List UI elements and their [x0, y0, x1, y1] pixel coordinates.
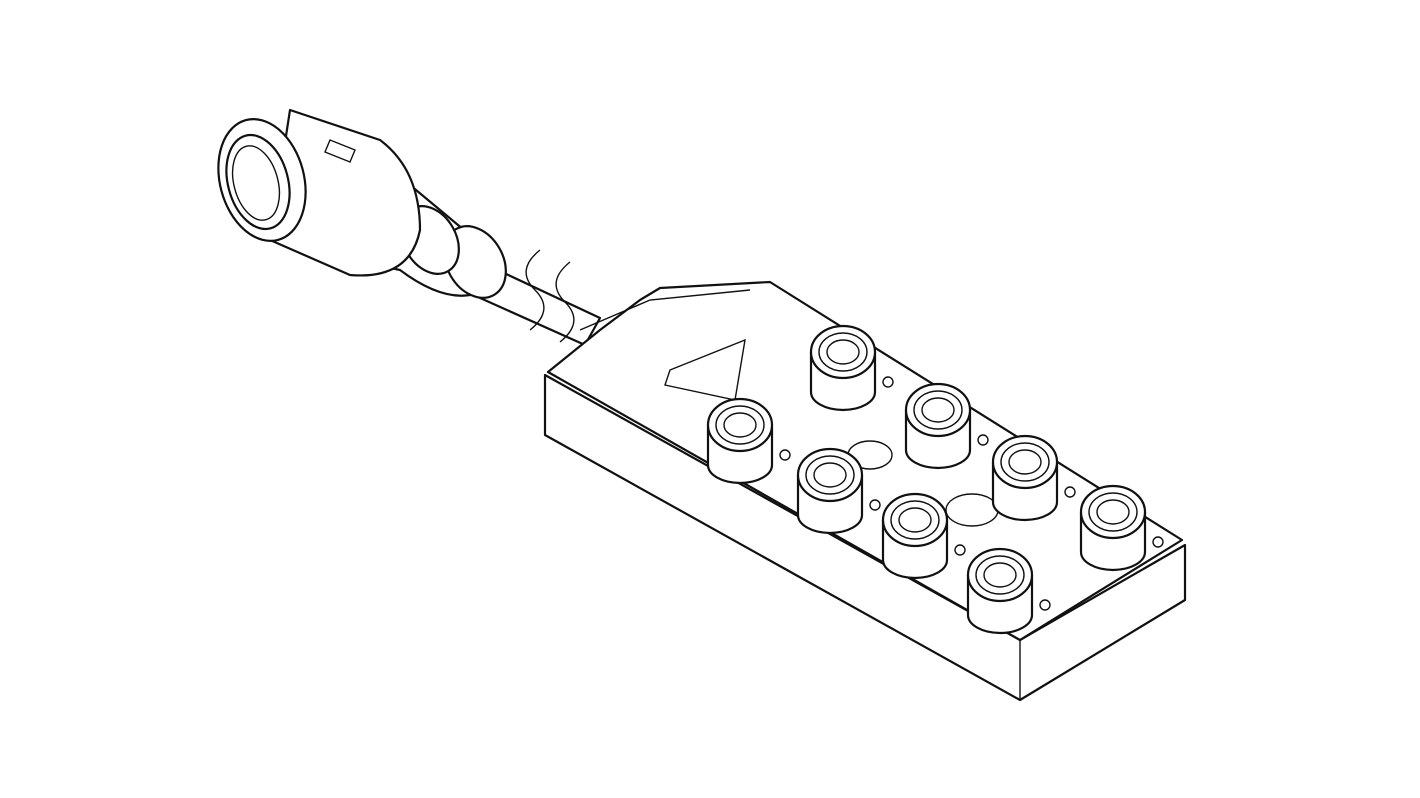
m12-port-socket: [991, 434, 1076, 522]
m12-port-socket: [881, 492, 966, 580]
ports: [706, 324, 1164, 635]
m12-port-socket: [796, 447, 881, 535]
round-connector: [217, 108, 507, 299]
m12-port-socket: [904, 382, 989, 470]
m12-port-socket: [706, 397, 791, 485]
m12-port-socket: [809, 324, 894, 412]
arrow-mark-icon: [324, 139, 356, 163]
m12-port-socket: [966, 547, 1051, 635]
m12-port-socket: [1079, 484, 1164, 572]
